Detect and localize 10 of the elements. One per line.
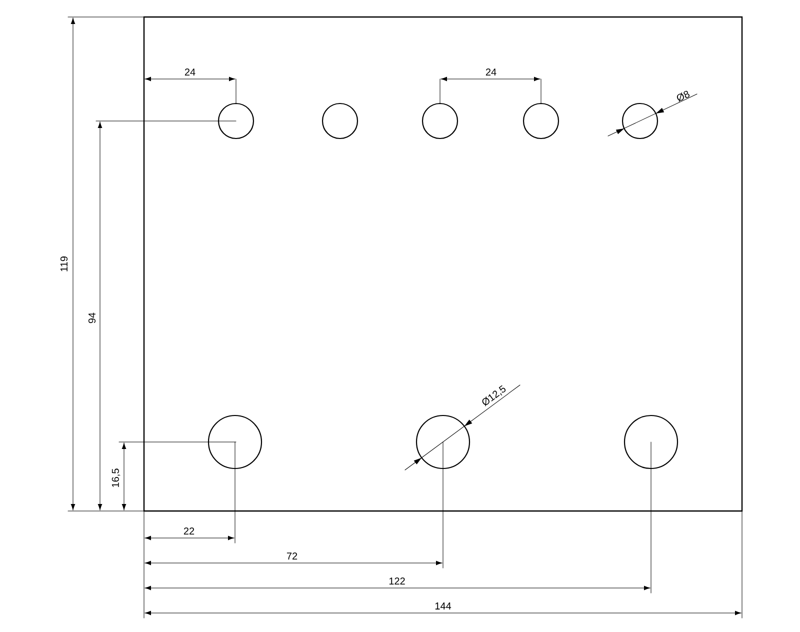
dimension-label: Ø8 bbox=[676, 90, 690, 102]
dimension-label: 22 bbox=[184, 528, 194, 534]
dimension-label: 122 bbox=[389, 578, 405, 584]
dimension-label: 72 bbox=[286, 552, 298, 560]
dimension-label: 119 bbox=[60, 256, 68, 272]
dimension-label: 24 bbox=[184, 68, 196, 76]
dimension-label: 24 bbox=[486, 68, 496, 76]
dimension-label: 16,5 bbox=[112, 468, 120, 487]
dimension-label: 144 bbox=[435, 602, 452, 610]
dimension-label: 94 bbox=[88, 312, 96, 324]
